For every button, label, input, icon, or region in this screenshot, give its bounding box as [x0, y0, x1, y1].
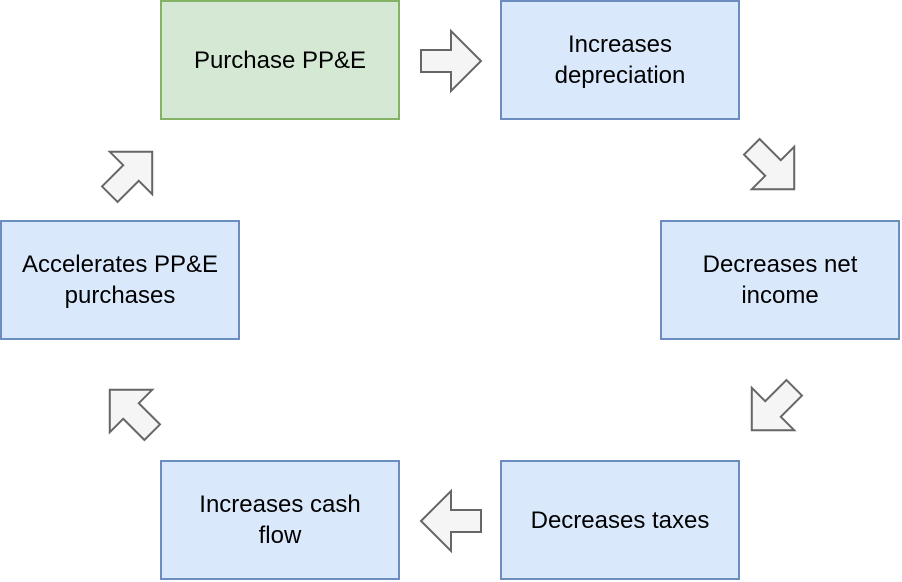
- arrow-right-icon: [420, 28, 483, 94]
- arrow-up-left-icon: [108, 388, 162, 442]
- node-accelerates-ppe-purchases: Accelerates PP&E purchases: [0, 220, 240, 340]
- node-decreases-taxes: Decreases taxes: [500, 460, 740, 580]
- arrow-down-right-icon: [742, 137, 796, 191]
- node-purchase-ppe: Purchase PP&E: [160, 0, 400, 120]
- arrow-left-icon: [419, 488, 482, 554]
- arrow-down-left-icon: [750, 378, 804, 432]
- arrow-up-right-icon: [100, 150, 154, 204]
- node-decreases-net-income: Decreases net income: [660, 220, 900, 340]
- node-increases-cash-flow: Increases cash flow: [160, 460, 400, 580]
- node-increases-depreciation: Increases depreciation: [500, 0, 740, 120]
